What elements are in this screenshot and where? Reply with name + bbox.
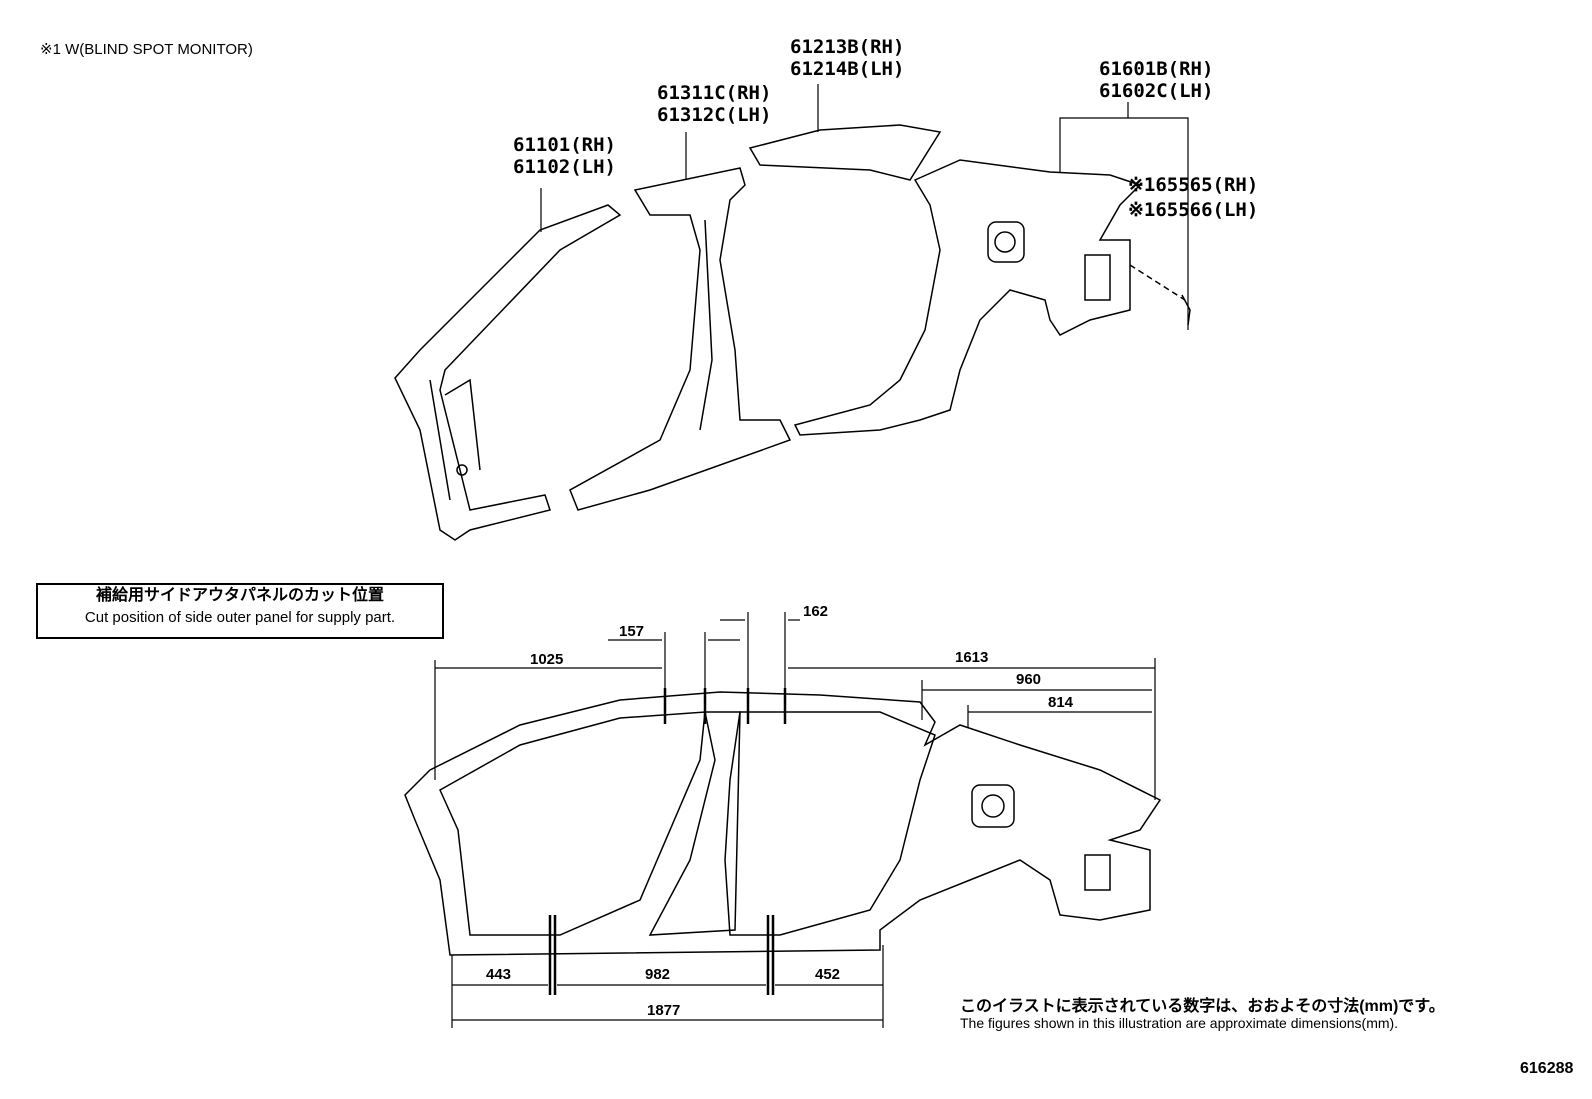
part-label-61213b[interactable]: 61213B(RH)61214B(LH) bbox=[790, 36, 904, 80]
dim-1025: 1025 bbox=[530, 651, 564, 668]
footnote-en: The figures shown in this illustration a… bbox=[960, 1015, 1399, 1031]
rear-quarter-panel bbox=[793, 159, 1191, 436]
dim-1877: 1877 bbox=[647, 1002, 681, 1019]
part-label-65565[interactable]: ※165565(RH) ※165566(LH) bbox=[1128, 173, 1258, 223]
side-outer-panel bbox=[404, 691, 1162, 956]
roof-rail-panel bbox=[748, 124, 942, 181]
part-number-lh[interactable]: 61214B(LH) bbox=[790, 58, 905, 80]
cut-position-title-en: Cut position of side outer panel for sup… bbox=[84, 609, 396, 626]
front-pillar-panel bbox=[394, 204, 622, 541]
part-label-61311c[interactable]: 61311C(RH)61312C(LH) bbox=[657, 82, 771, 126]
part-label-61101[interactable]: 61101(RH)61102(LH) bbox=[513, 134, 616, 178]
cut-lines bbox=[548, 688, 787, 995]
cut-position-legend: 補給用サイドアウタパネルのカット位置 Cut position of side … bbox=[36, 583, 444, 639]
part-number-rh[interactable]: 61601B(RH) bbox=[1099, 58, 1214, 80]
part-number-rh[interactable]: ※165565(RH) bbox=[1128, 174, 1259, 196]
dim-814: 814 bbox=[1048, 694, 1074, 711]
part-number-rh[interactable]: 61311C(RH) bbox=[657, 82, 772, 104]
part-number-lh[interactable]: 61602C(LH) bbox=[1099, 80, 1214, 102]
part-label-61601b[interactable]: 61601B(RH)61602C(LH) bbox=[1099, 58, 1213, 102]
dim-982: 982 bbox=[645, 966, 671, 983]
blind-spot-monitor-note: ※1 W(BLIND SPOT MONITOR) bbox=[40, 41, 253, 58]
cut-position-title-jp: 補給用サイドアウタパネルのカット位置 bbox=[95, 587, 384, 604]
dim-452: 452 bbox=[815, 966, 841, 983]
part-number-lh[interactable]: 61312C(LH) bbox=[657, 104, 772, 126]
diagram-id: 616288 bbox=[1520, 1060, 1574, 1077]
dim-162: 162 bbox=[803, 603, 829, 620]
dim-1613: 1613 bbox=[955, 649, 989, 666]
dim-960: 960 bbox=[1016, 671, 1042, 688]
part-number-rh[interactable]: 61101(RH) bbox=[513, 134, 616, 156]
footnote-jp: このイラストに表示されている数字は、おおよその寸法(mm)です。 bbox=[960, 998, 1445, 1015]
dimension-lines bbox=[434, 612, 1156, 1028]
center-pillar-panel bbox=[569, 167, 792, 511]
dim-443: 443 bbox=[486, 966, 512, 983]
part-number-lh[interactable]: ※165566(LH) bbox=[1128, 199, 1259, 221]
leader-lines bbox=[540, 84, 1189, 330]
dim-157: 157 bbox=[619, 623, 645, 640]
part-number-rh[interactable]: 61213B(RH) bbox=[790, 36, 905, 58]
part-number-lh[interactable]: 61102(LH) bbox=[513, 156, 616, 178]
